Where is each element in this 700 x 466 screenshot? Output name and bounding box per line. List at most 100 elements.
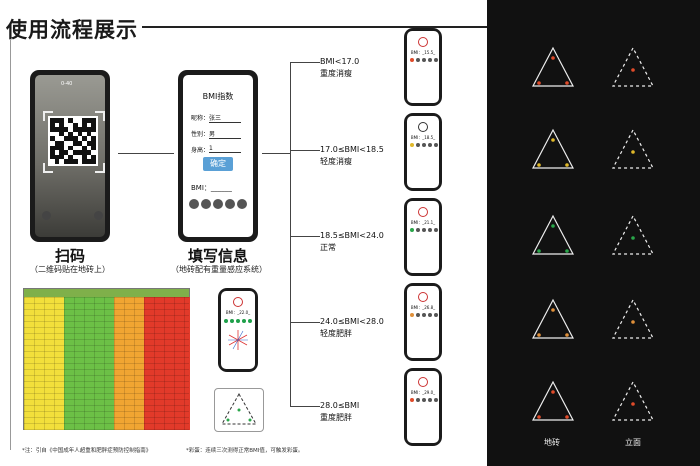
scan-caption-sub: （二维码贴在地砖上） [30,265,110,274]
result-bmi: BMI：_29.0_ [410,390,436,395]
table-col-group-yellow [24,297,64,430]
floor-triangle-4 [532,298,574,339]
form-phone: BMI指数 昵称： 张三 性别： 男 身高： 1 确定 BMI：______ [178,70,258,242]
range-category: 轻度肥胖 [320,329,352,338]
egg-phone: BMI：_22.0_ [218,288,258,372]
form-field-gender-value[interactable]: 男 [209,129,241,139]
status-dot [225,199,235,209]
range-label-2: 17.0≤BMI<18.5 轻度消瘦 [320,144,384,168]
scan-album-icon[interactable] [94,211,103,220]
result-bmi: BMI：_18.5_ [410,135,436,140]
floor-triangle-2 [532,128,574,169]
result-phone-2: BMI：_18.5_ [404,113,442,191]
table-header [24,289,189,297]
result-bmi: BMI：_15.5_ [410,50,436,55]
wall-triangle-2 [612,128,654,169]
range-branch-4 [290,322,320,323]
triangle-grid [532,46,654,421]
scan-bracket-bl [43,163,53,173]
form-screen: BMI指数 昵称： 张三 性别： 男 身高： 1 确定 BMI：______ [183,75,253,237]
wall-triangle-3 [612,214,654,255]
range-category: 轻度消瘦 [320,157,352,166]
scan-time: 0-40 [61,81,73,87]
egg-bmi: BMI：_22.0_ [225,310,251,315]
form-bmi-label: BMI：______ [191,184,232,192]
range-category: 重度消瘦 [320,69,352,78]
range-branch-1 [290,62,320,63]
form-field-name-value[interactable]: 张三 [209,113,241,123]
avatar [418,122,428,132]
dark-panel [487,0,700,466]
form-caption: 填写信息 [187,247,248,265]
result-screen-5: BMI：_29.0_ [407,371,439,443]
title-rule [142,26,488,28]
egg-dots [224,319,252,323]
scan-caption: 扫码 [54,247,85,265]
range-tree-spine [290,62,291,406]
wall-triangle-5 [612,380,654,421]
result-phone-1: BMI：_15.5_ [404,28,442,106]
avatar [418,377,428,387]
page-title: 使用流程展示 [6,18,138,42]
avatar [418,37,428,47]
footnote-right: *彩蛋：连续三次测得正常BMI值，可触发彩蛋。 [186,448,304,454]
form-field-name-label: 昵称： [191,115,210,122]
wall-triangle-4 [612,298,654,339]
floor-triangle-3 [532,214,574,255]
floor-triangle-1 [532,46,574,87]
form-status-dots [189,199,247,209]
firework-icon [228,330,248,350]
range-category: 重度肥胖 [320,413,352,422]
table-col-group-green [64,297,114,430]
scan-camera-icon[interactable] [42,211,51,220]
form-field-gender-label: 性别： [191,131,210,138]
left-guide-line [10,40,11,450]
result-dots [410,313,438,317]
form-field-height-value[interactable]: 1 [209,145,241,153]
scan-bracket-tr [95,111,105,121]
result-screen-1: BMI：_15.5_ [407,31,439,103]
egg-screen: BMI：_22.0_ [221,291,255,369]
range-value: 18.5≤BMI<24.0 [320,231,384,240]
range-label-1: BMI<17.0 重度消瘦 [320,56,359,80]
scan-phone: 0-40 [30,70,110,242]
result-phone-3: BMI：_21.1_ [404,198,442,276]
confirm-button[interactable]: 确定 [203,157,233,171]
result-screen-2: BMI：_18.5_ [407,116,439,188]
form-caption-sub: （地砖配有重量感应系统） [171,265,267,274]
egg-triangle [221,392,257,425]
qr-code-icon[interactable] [48,116,98,166]
range-value: 17.0≤BMI<18.5 [320,145,384,154]
connector-form-tree [262,153,290,154]
range-value: BMI<17.0 [320,57,360,66]
form-field-height-label: 身高： [191,147,210,154]
footnote-left: *注：引自《中国成年人超重和肥胖症预防控制指南》 [22,448,152,454]
result-bmi: BMI：_21.1_ [410,220,436,225]
result-dots [410,143,438,147]
range-label-3: 18.5≤BMI<24.0 正常 [320,230,384,254]
form-screen-title: BMI指数 [202,92,234,101]
range-branch-3 [290,236,320,237]
scan-screen: 0-40 [35,75,105,237]
table-col-group-orange [114,297,144,430]
status-dot [213,199,223,209]
connector-scan-form [118,153,174,154]
range-category: 正常 [320,243,336,252]
bmi-reference-table [23,288,190,430]
range-value: 24.0≤BMI<28.0 [320,317,384,326]
status-dot [201,199,211,209]
range-branch-5 [290,406,320,407]
result-dots [410,228,438,232]
floor-triangle-5 [532,380,574,421]
wall-label: 立面 [625,438,641,447]
avatar [418,292,428,302]
status-dot [237,199,247,209]
result-bmi: BMI：_26.8_ [410,305,436,310]
table-grid [24,297,189,430]
result-phone-5: BMI：_29.0_ [404,368,442,446]
result-screen-3: BMI：_21.1_ [407,201,439,273]
result-dots [410,398,438,402]
result-phone-4: BMI：_26.8_ [404,283,442,361]
range-label-4: 24.0≤BMI<28.0 轻度肥胖 [320,316,384,340]
